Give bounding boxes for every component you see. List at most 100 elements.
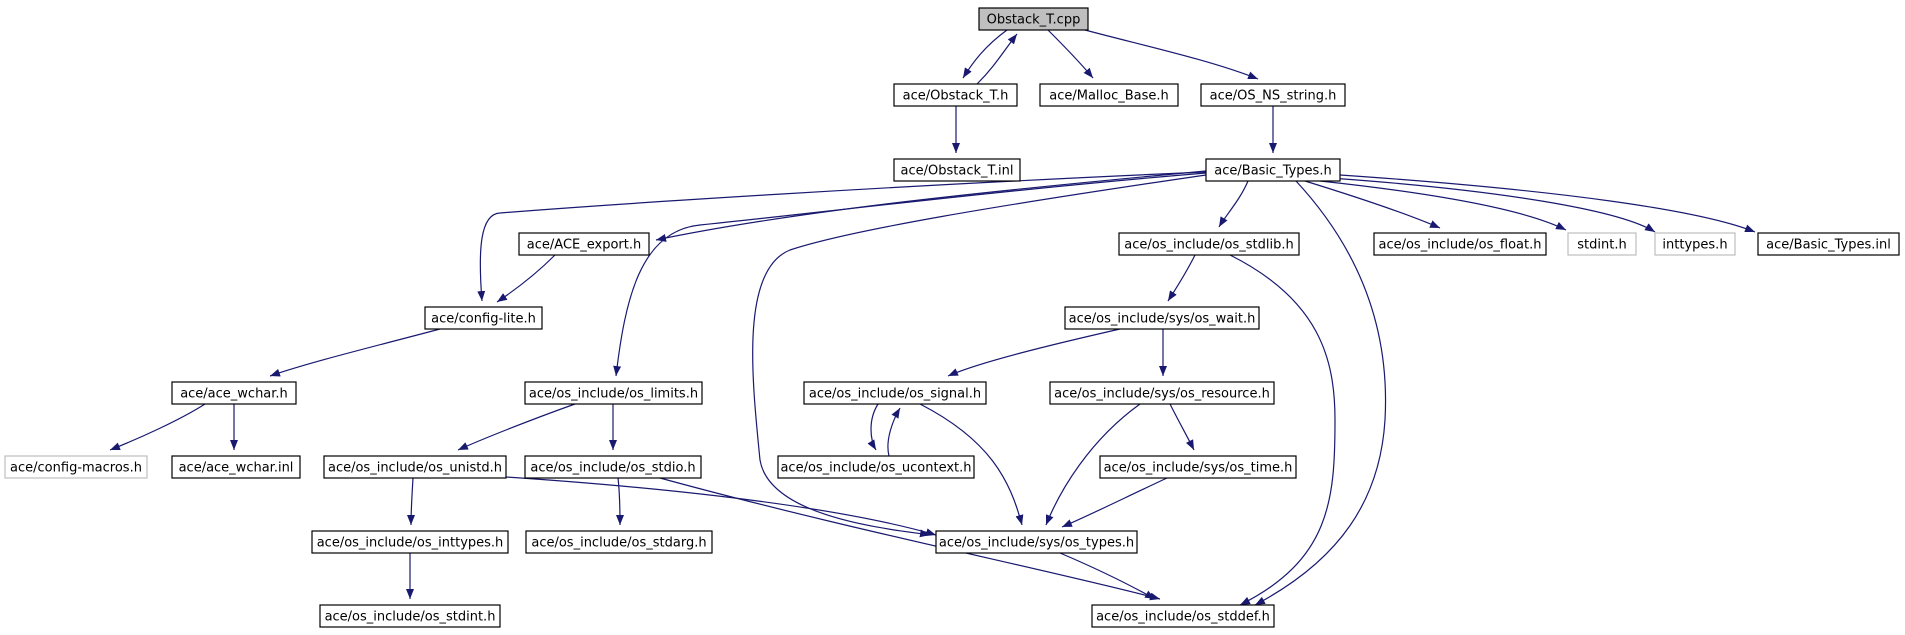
node-label: ace/OS_NS_string.h [1210, 89, 1337, 104]
node-inttypes-h[interactable]: inttypes.h [1654, 232, 1736, 256]
node-label: ace/ACE_export.h [527, 238, 641, 253]
node-label: ace/Obstack_T.h [903, 89, 1009, 104]
edge-os-signal-h-to-os-types-h [919, 403, 1024, 526]
edge-os-stdio-h-to-os-stdarg-h [615, 477, 624, 526]
edge-obstack-t-cpp-to-os-ns-string-h [1084, 29, 1259, 80]
node-label: ace/ace_wchar.h [180, 387, 288, 402]
node-box [518, 232, 650, 256]
node-box [978, 7, 1089, 31]
node-os-unistd-h[interactable]: ace/os_include/os_unistd.h [323, 455, 507, 479]
node-ace-wchar-h[interactable]: ace/ace_wchar.h [171, 381, 297, 405]
node-label: ace/os_include/os_ucontext.h [780, 461, 971, 476]
node-os-ucontext-h[interactable]: ace/os_include/os_ucontext.h [777, 455, 975, 479]
edge-basic-types-h-to-os-stddef-h [1254, 180, 1387, 606]
node-os-resource-h[interactable]: ace/os_include/sys/os_resource.h [1049, 381, 1275, 405]
node-label: Obstack_T.cpp [987, 13, 1081, 28]
node-label: ace/os_include/os_stdlib.h [1124, 238, 1293, 253]
node-box [777, 455, 975, 479]
node-basic-types-inl[interactable]: ace/Basic_Types.inl [1757, 232, 1900, 256]
node-os-ns-string-h[interactable]: ace/OS_NS_string.h [1200, 83, 1346, 107]
node-label: ace/os_include/os_unistd.h [328, 461, 502, 476]
node-os-time-h[interactable]: ace/os_include/sys/os_time.h [1099, 455, 1297, 479]
node-label: ace/os_include/os_inttypes.h [317, 536, 504, 551]
edge-ace-export-h-to-config-lite-h [496, 254, 556, 303]
node-label: ace/os_include/os_stdio.h [530, 461, 695, 476]
node-box [4, 455, 148, 479]
node-box [1200, 83, 1346, 107]
node-os-float-h[interactable]: ace/os_include/os_float.h [1373, 232, 1547, 256]
edge-ace-wchar-h-to-config-macros-h [109, 403, 206, 451]
node-box [1091, 604, 1275, 628]
node-box [1118, 232, 1300, 256]
node-ace-export-h[interactable]: ace/ACE_export.h [518, 232, 650, 256]
edge-os-resource-h-to-os-time-h [1169, 403, 1195, 451]
node-label: ace/Basic_Types.inl [1766, 238, 1891, 253]
node-box [935, 530, 1138, 554]
node-label: ace/os_include/os_signal.h [809, 387, 981, 402]
edge-basic-types-h-to-ace-export-h [655, 170, 1207, 242]
node-os-stdint-h[interactable]: ace/os_include/os_stdint.h [319, 604, 501, 628]
node-os-signal-h[interactable]: ace/os_include/os_signal.h [803, 381, 987, 405]
edge-os-wait-h-to-os-signal-h [947, 328, 1121, 377]
node-label: ace/Basic_Types.h [1214, 164, 1331, 179]
node-label: ace/os_include/sys/os_time.h [1104, 461, 1293, 476]
node-box [525, 530, 713, 554]
node-stdint-h[interactable]: stdint.h [1567, 232, 1637, 256]
node-os-stdarg-h[interactable]: ace/os_include/os_stdarg.h [525, 530, 713, 554]
edge-config-lite-h-to-ace-wchar-h [269, 328, 441, 377]
node-os-stddef-h[interactable]: ace/os_include/os_stddef.h [1091, 604, 1275, 628]
node-box [1205, 158, 1341, 182]
edge-os-stdlib-h-to-os-wait-h [1167, 254, 1196, 302]
edge-obstack-t-cpp-to-malloc-base-h [1047, 29, 1094, 79]
edge-basic-types-h-to-basic-types-inl [1339, 174, 1756, 233]
node-label: ace/Obstack_T.inl [901, 164, 1014, 179]
edge-obstack-t-cpp-to-obstack-t-h [962, 29, 1008, 79]
edge-basic-types-h-to-os-limits-h [613, 172, 1207, 377]
node-obstack-t-cpp[interactable]: Obstack_T.cpp [978, 7, 1089, 31]
node-label: ace/Malloc_Base.h [1049, 89, 1169, 104]
node-basic-types-h[interactable]: ace/Basic_Types.h [1205, 158, 1341, 182]
node-box [803, 381, 987, 405]
node-ace-wchar-inl[interactable]: ace/ace_wchar.inl [171, 455, 301, 479]
node-os-types-h[interactable]: ace/os_include/sys/os_types.h [935, 530, 1138, 554]
edge-os-time-h-to-os-types-h [1061, 477, 1168, 528]
edge-os-unistd-h-to-os-types-h [505, 476, 937, 537]
node-box [1099, 455, 1297, 479]
edges-layer [109, 29, 1756, 606]
node-os-stdio-h[interactable]: ace/os_include/os_stdio.h [524, 455, 702, 479]
node-label: ace/os_include/sys/os_wait.h [1069, 312, 1256, 327]
node-box [1064, 306, 1260, 330]
node-config-lite-h[interactable]: ace/config-lite.h [424, 306, 543, 330]
node-os-inttypes-h[interactable]: ace/os_include/os_inttypes.h [311, 530, 509, 554]
node-label: ace/os_include/os_limits.h [529, 387, 698, 402]
edge-os-resource-h-to-os-types-h [1045, 403, 1141, 526]
node-label: ace/config-macros.h [10, 461, 142, 476]
node-config-macros-h[interactable]: ace/config-macros.h [4, 455, 148, 479]
edge-basic-types-h-to-os-types-h [752, 174, 1207, 538]
node-os-stdlib-h[interactable]: ace/os_include/os_stdlib.h [1118, 232, 1300, 256]
edge-os-limits-h-to-os-unistd-h [457, 403, 576, 451]
node-malloc-base-h[interactable]: ace/Malloc_Base.h [1039, 83, 1179, 107]
node-label: stdint.h [1577, 238, 1626, 253]
node-box [171, 381, 297, 405]
node-obstack-t-h[interactable]: ace/Obstack_T.h [893, 83, 1018, 107]
edge-basic-types-h-to-os-float-h [1304, 180, 1441, 229]
node-label: ace/os_include/os_stdint.h [325, 610, 496, 625]
nodes-layer: Obstack_T.cpp ace/Obstack_T.h ace/Malloc_B… [4, 7, 1900, 628]
node-box [524, 455, 702, 479]
node-os-wait-h[interactable]: ace/os_include/sys/os_wait.h [1064, 306, 1260, 330]
node-label: ace/os_include/os_stddef.h [1096, 610, 1270, 625]
node-label: ace/ace_wchar.inl [179, 461, 294, 476]
node-box [311, 530, 509, 554]
node-box [1049, 381, 1275, 405]
node-box [1757, 232, 1900, 256]
node-label: ace/os_include/sys/os_types.h [939, 536, 1134, 551]
edge-os-types-h-to-os-stddef-h [1059, 552, 1156, 600]
node-box [1654, 232, 1736, 256]
node-box [319, 604, 501, 628]
node-os-limits-h[interactable]: ace/os_include/os_limits.h [524, 381, 703, 405]
edge-obstack-t-h-to-obstack-t-cpp [976, 33, 1018, 85]
node-box [171, 455, 301, 479]
node-obstack-t-inl[interactable]: ace/Obstack_T.inl [893, 158, 1021, 182]
